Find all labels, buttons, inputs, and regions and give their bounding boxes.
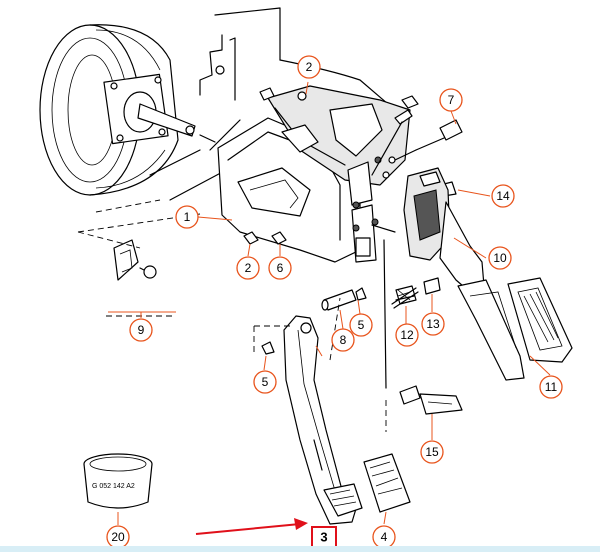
callout-6: 6 [268, 256, 292, 280]
svg-text:13: 13 [426, 317, 440, 331]
brake-booster [39, 24, 216, 196]
brake-pedal-lever [283, 315, 363, 525]
brake-pedal-pad [363, 453, 411, 513]
callout-3-highlighted: 3 [311, 526, 337, 548]
callout-5-left: 5 [253, 370, 277, 394]
callout-12: 12 [395, 323, 419, 347]
svg-text:12: 12 [400, 328, 414, 342]
callout-13: 13 [421, 312, 445, 336]
callout-9: 9 [129, 318, 153, 342]
svg-text:2: 2 [306, 60, 313, 74]
svg-text:15: 15 [425, 445, 439, 459]
svg-text:1: 1 [184, 210, 191, 224]
callout-2-top: 2 [297, 55, 321, 79]
svg-text:10: 10 [493, 251, 507, 265]
accelerator-pedal-pad [507, 277, 573, 363]
bushing-20: G 052 142 A2 [83, 453, 153, 509]
callout-leaders [108, 81, 551, 525]
long-bolt [371, 95, 463, 176]
pedal-bracket [217, 85, 411, 263]
svg-text:4: 4 [381, 530, 388, 544]
svg-text:8: 8 [340, 333, 347, 347]
switch-pushrod [383, 239, 463, 415]
bottom-scroll-strip [0, 546, 600, 552]
svg-text:14: 14 [496, 189, 510, 203]
svg-text:3: 3 [320, 530, 327, 545]
brake-light-switch [395, 277, 441, 305]
svg-text:20: 20 [111, 530, 125, 544]
svg-text:9: 9 [138, 323, 145, 337]
svg-text:7: 7 [448, 93, 455, 107]
callout-10: 10 [488, 246, 512, 270]
callout-1: 1 [175, 205, 199, 229]
accelerator-pedal-module [403, 167, 525, 381]
callout-8: 8 [331, 328, 355, 352]
callout-14: 14 [491, 184, 515, 208]
svg-text:5: 5 [262, 375, 269, 389]
callout-7: 7 [439, 88, 463, 112]
return-spring [391, 287, 419, 309]
callout-2-bottom: 2 [236, 256, 260, 280]
callout-15: 15 [420, 440, 444, 464]
callout-4: 4 [372, 525, 396, 549]
highlight-arrow [195, 518, 308, 535]
svg-text:11: 11 [545, 380, 558, 394]
callout-20: 20 [106, 525, 130, 549]
bushing-stamp: G 052 142 A2 [92, 483, 135, 490]
callout-11: 11 [539, 375, 563, 399]
svg-text:6: 6 [277, 261, 284, 275]
clip-9 [113, 239, 157, 281]
svg-text:5: 5 [358, 318, 365, 332]
svg-text:2: 2 [245, 261, 252, 275]
callout-5-right: 5 [349, 313, 373, 337]
